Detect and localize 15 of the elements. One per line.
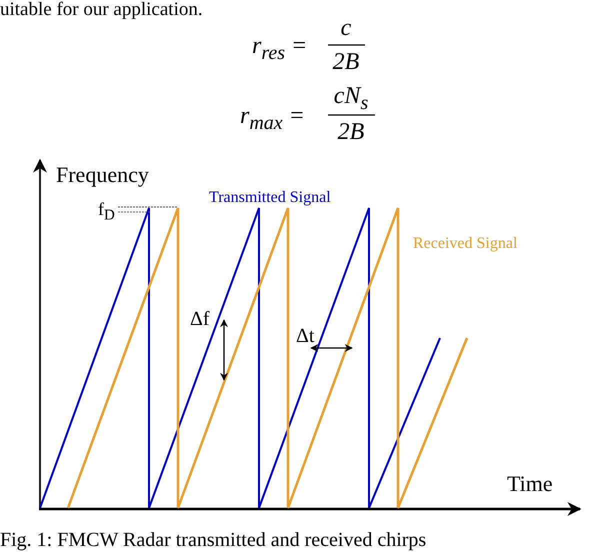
equation-text: r$_{res}$ = bbox=[252, 34, 308, 63]
equation-text: r$_{max}$ = bbox=[240, 104, 305, 133]
annotation-label: Δf bbox=[190, 309, 210, 329]
equation-text: 2B bbox=[332, 50, 360, 74]
axis-label: Time bbox=[507, 473, 553, 495]
annotation-label: Δt bbox=[296, 326, 314, 346]
axis-label: Frequency bbox=[56, 164, 149, 186]
equation-text: c bbox=[340, 16, 352, 40]
body-text: uitable for our application. bbox=[0, 0, 203, 19]
series-label: Transmitted Signal bbox=[209, 190, 331, 206]
equation-text: 2B bbox=[338, 120, 364, 144]
series-label: Received Signal bbox=[413, 236, 518, 252]
figure-caption: Fig. 1: FMCW Radar transmitted and received chirps bbox=[0, 530, 426, 550]
equation-text: cN$_{s}$ bbox=[334, 84, 368, 113]
annotation-label: f$_{D}$ bbox=[98, 200, 115, 224]
